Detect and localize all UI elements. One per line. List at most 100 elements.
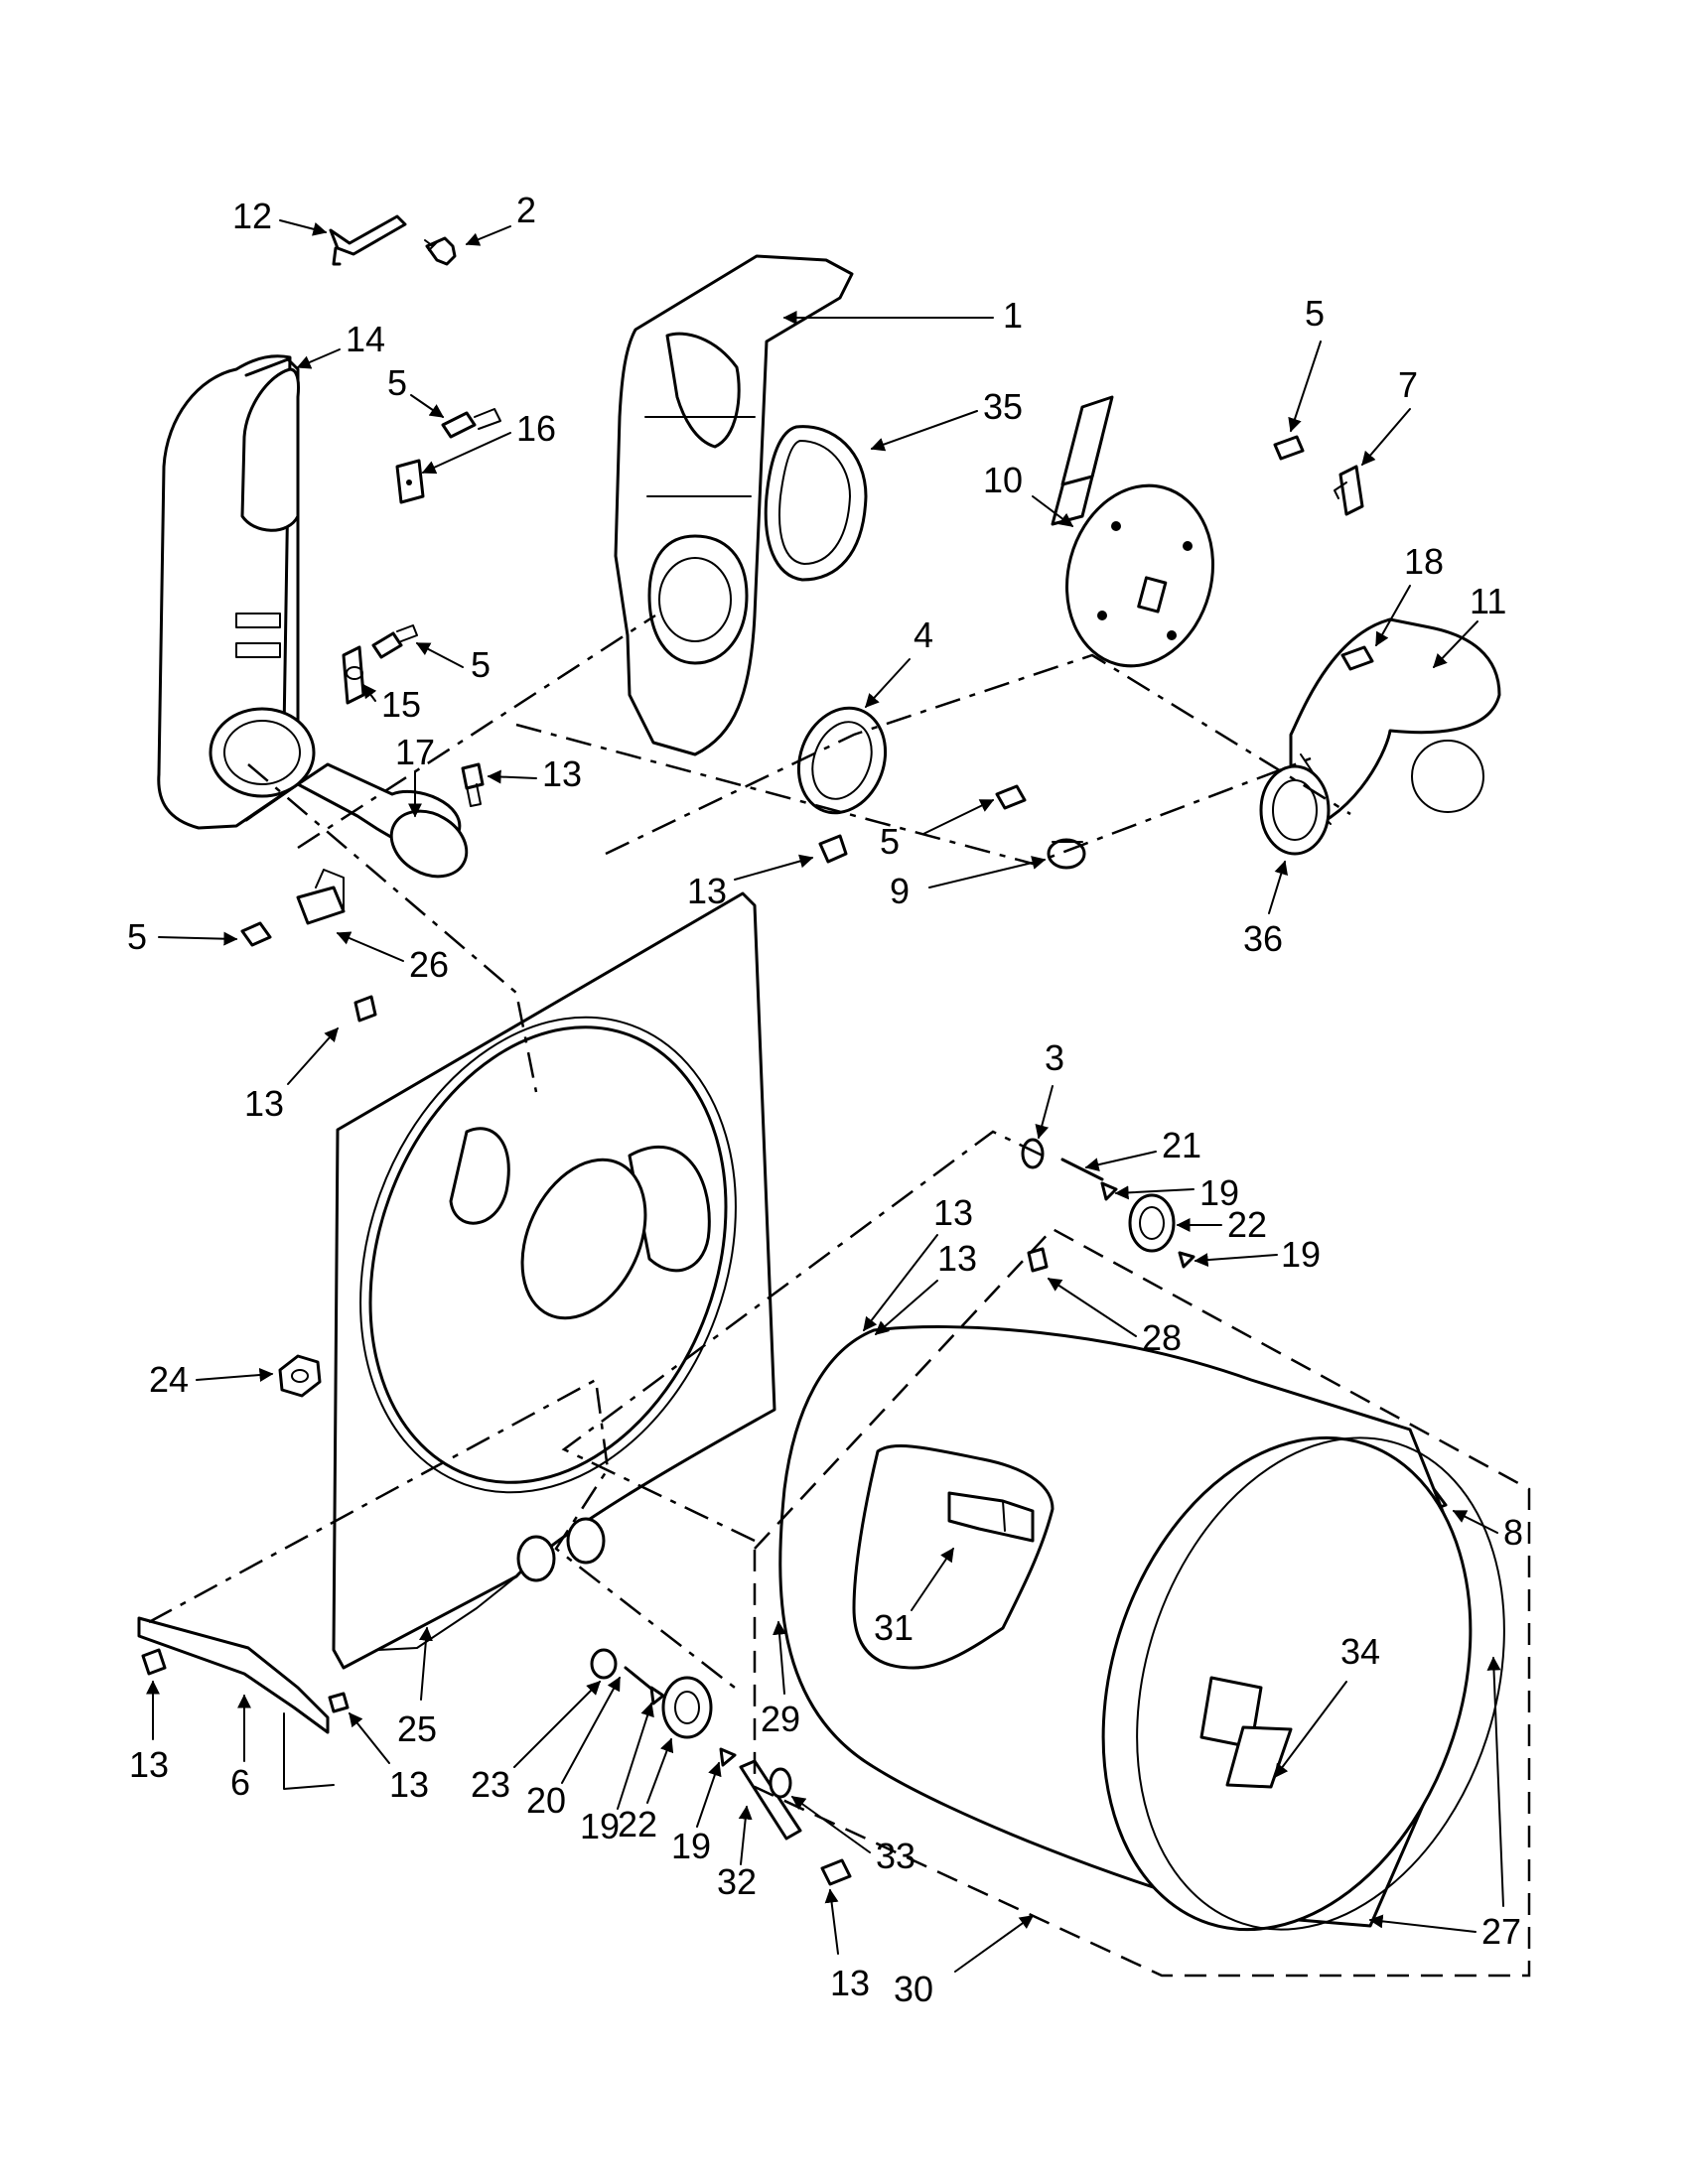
blower-seal-part [1259,764,1331,856]
svg-text:16: 16 [516,408,556,449]
clip-part [1334,465,1364,516]
callout-30: 30 [894,1915,1035,2009]
screw-part [1340,645,1374,671]
callout-19-lower-left: 19 [580,1702,654,1846]
callout-24: 24 [149,1359,274,1400]
svg-text:12: 12 [232,196,272,236]
svg-text:21: 21 [1162,1125,1201,1165]
svg-text:8: 8 [1503,1512,1523,1553]
svg-text:13: 13 [937,1238,977,1279]
screw-part [1027,1247,1049,1273]
callout-15: 15 [362,683,421,725]
thermostat-part [1047,838,1086,870]
screw-part [141,1648,167,1676]
callout-16: 16 [421,408,556,475]
svg-text:1: 1 [1003,295,1023,336]
callout-13-bottom-left: 13 [129,1680,169,1785]
callout-5-lid: 5 [415,642,491,685]
svg-text:18: 18 [1404,541,1444,582]
callout-13-left: 13 [244,1026,339,1124]
callout-36: 36 [1243,860,1288,959]
screw-part [371,624,418,659]
callout-1: 1 [782,295,1023,336]
washer-part [1021,1138,1045,1169]
svg-text:19: 19 [1281,1234,1321,1275]
callout-5-left: 5 [127,916,238,957]
washer-part [769,1767,792,1799]
svg-text:27: 27 [1481,1911,1521,1952]
svg-text:5: 5 [127,916,147,957]
svg-text:34: 34 [1340,1631,1380,1672]
callout-18: 18 [1375,541,1444,647]
drum-link-part [739,1759,802,1841]
blower-seal-part [796,706,888,815]
svg-text:13: 13 [129,1744,169,1785]
screw-part [353,995,377,1023]
retaining-clip-part [1100,1181,1118,1201]
svg-text:13: 13 [830,1963,870,2003]
svg-text:5: 5 [880,821,900,862]
screw-part [240,921,272,947]
svg-text:5: 5 [1305,293,1325,334]
callout-23: 23 [471,1681,601,1805]
svg-text:14: 14 [346,319,385,359]
svg-text:25: 25 [397,1708,437,1749]
svg-text:7: 7 [1398,364,1418,405]
svg-text:3: 3 [1045,1037,1064,1078]
svg-text:15: 15 [381,684,421,725]
screw-part [820,1858,852,1886]
screw-part [461,762,485,807]
callout-11: 11 [1433,581,1506,669]
svg-text:5: 5 [471,644,491,685]
callout-13-mid-right: 13 [863,1192,973,1332]
bracket-part [395,459,425,504]
thermostat-bracket-part [296,869,346,925]
callout-5-mid: 5 [880,799,995,862]
svg-text:13: 13 [933,1192,973,1233]
callout-33: 33 [790,1796,915,1876]
svg-text:20: 20 [526,1780,566,1821]
callout-29: 29 [761,1620,800,1739]
callout-22-lower: 22 [618,1737,674,1844]
svg-text:33: 33 [876,1836,915,1876]
callout-10: 10 [983,460,1074,527]
callout-7: 7 [1361,364,1418,467]
svg-text:10: 10 [983,460,1023,500]
svg-text:11: 11 [1470,581,1506,621]
callout-14: 14 [296,319,385,369]
retaining-clip-part [649,1686,665,1706]
callout-13-center: 13 [687,854,814,911]
svg-text:29: 29 [761,1699,800,1739]
callout-13-upper: 13 [487,753,582,794]
svg-text:24: 24 [149,1359,189,1400]
callout-19-upper: 19 [1114,1172,1239,1213]
blower-seal-part [764,425,868,582]
svg-text:32: 32 [717,1861,757,1902]
roller-part [1128,1193,1176,1253]
screw-part [995,784,1027,810]
callout-19-right: 19 [1194,1234,1321,1275]
svg-text:17: 17 [395,732,435,772]
retaining-clip-part [1178,1251,1196,1269]
callout-4: 4 [865,614,933,709]
callout-5-right: 5 [1288,293,1325,433]
blower-housing-part [614,254,854,756]
callout-28: 28 [1047,1278,1182,1358]
svg-text:6: 6 [230,1762,250,1803]
svg-text:19: 19 [1199,1172,1239,1213]
washer-part [590,1648,618,1680]
callout-13-drum: 13 [874,1238,977,1335]
svg-text:13: 13 [542,753,582,794]
svg-text:13: 13 [389,1764,429,1805]
svg-text:22: 22 [618,1804,657,1844]
callout-21: 21 [1084,1125,1201,1172]
drum-part [778,1325,1505,1932]
screw-part [441,408,501,439]
callout-13-bottom-mid: 13 [349,1711,429,1805]
svg-text:26: 26 [409,944,449,985]
callout-2: 2 [465,190,536,246]
svg-text:5: 5 [387,362,407,403]
drum-assembly-outline [753,1227,1531,1978]
screw-part [818,834,848,864]
